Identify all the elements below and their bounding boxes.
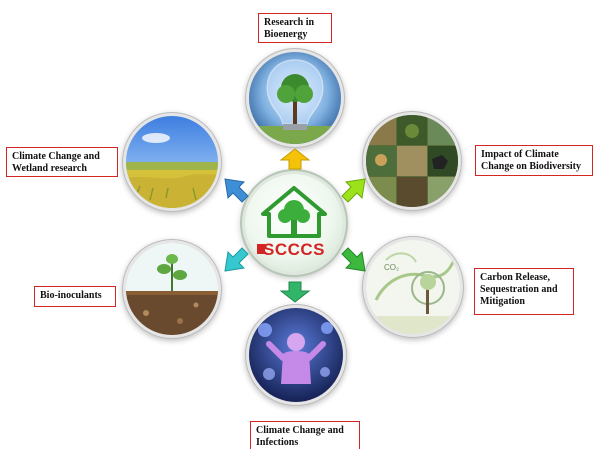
label-wetland: Climate Change and Wetland research [6,147,118,177]
arrow-upper-right-icon [341,178,366,203]
wetland-image [126,116,218,208]
bioinoculants-image [126,243,218,335]
arrow-lower-left-icon [224,247,249,272]
carbon-image: CO₂ [366,240,460,334]
arrow-down-icon [280,281,310,303]
svg-text:CO₂: CO₂ [384,263,399,272]
arrow-lower-right-icon [341,247,366,272]
arrow-up-icon [280,148,310,170]
label-biodiversity: Impact of Climate Change on Biodiversity [475,145,593,176]
arrow-upper-left-icon [224,178,249,203]
biodiversity-image [366,115,458,207]
logo-text: SCCCS [262,240,325,259]
label-carbon-release: Carbon Release, Sequestration and Mitiga… [474,268,574,315]
label-bioinoculants: Bio-inoculants [34,286,116,307]
house-tree-icon [257,186,327,254]
label-bioenergy: Research in Bioenergy [258,13,332,43]
center-logo: SCCCS [245,174,343,272]
bioenergy-image [249,52,341,144]
label-infections: Climate Change and Infections [250,421,360,449]
infections-image [249,308,343,402]
